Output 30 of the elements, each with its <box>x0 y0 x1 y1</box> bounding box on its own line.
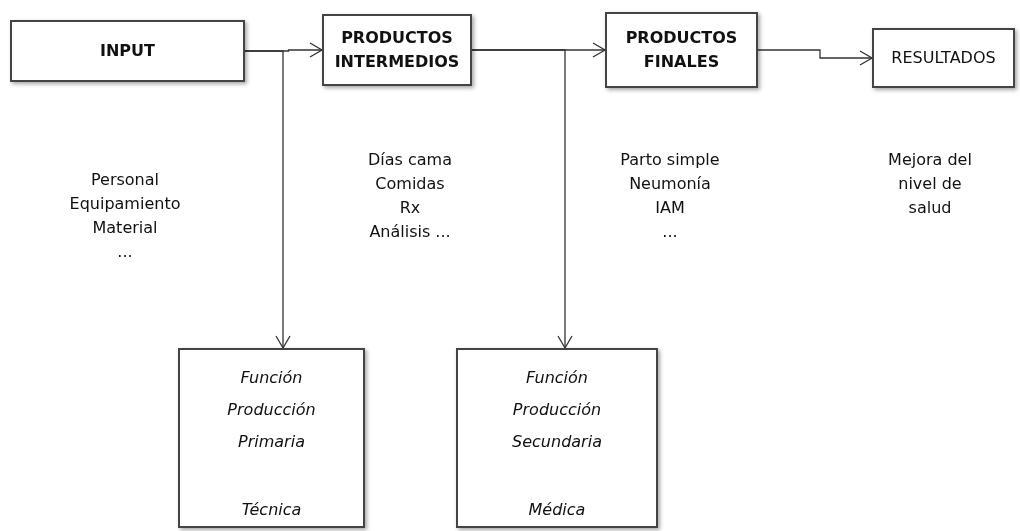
example-text: Rx <box>399 197 421 219</box>
example-text: Comidas <box>375 173 445 195</box>
example-text: IAM <box>655 197 685 219</box>
example-text: Parto simple <box>620 149 720 171</box>
example-text: ... <box>117 241 133 263</box>
arrow <box>471 49 573 349</box>
example-text: Equipamiento <box>69 193 181 215</box>
example-text: Neumonía <box>629 173 711 195</box>
example-text: Días cama <box>368 149 452 171</box>
stage-box <box>10 20 245 82</box>
function-text: Función Producción Primaria <box>226 367 317 453</box>
function-text: Médica <box>527 499 587 521</box>
stage-title: RESULTADOS <box>890 47 997 69</box>
function-box <box>178 348 365 528</box>
stage-title: PRODUCTOS FINALES <box>624 27 739 73</box>
stage-box <box>872 28 1015 88</box>
stage-title: PRODUCTOS INTERMEDIOS <box>333 27 461 73</box>
function-box <box>456 348 658 528</box>
function-text: Técnica <box>240 499 303 521</box>
stage-title: INPUT <box>99 40 156 62</box>
example-text: Análisis ... <box>369 221 451 243</box>
arrow <box>244 50 291 349</box>
outcome-text: Mejora del nivel de salud <box>887 149 973 219</box>
example-text: Material <box>92 217 158 239</box>
example-text: ... <box>662 221 678 243</box>
example-text: Personal <box>91 169 159 191</box>
stage-box <box>605 12 758 88</box>
function-text: Función Producción Secundaria <box>511 367 603 453</box>
stage-box <box>322 14 472 86</box>
arrow <box>757 49 873 66</box>
